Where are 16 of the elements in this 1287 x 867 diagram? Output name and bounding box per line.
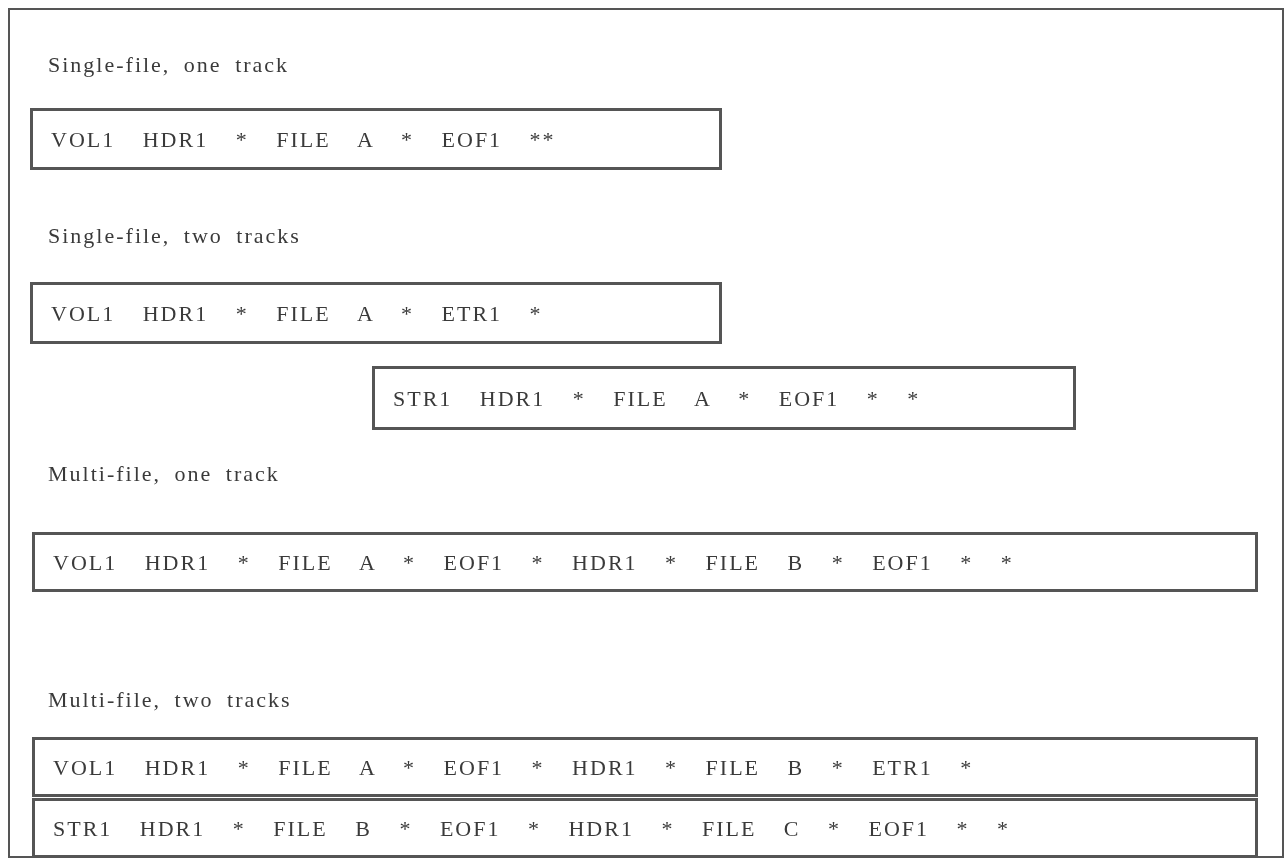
record-sequence: STR1 HDR1 * FILE B * EOF1 * HDR1 * FILE C * EOF1 * *: [53, 814, 1011, 843]
section-heading: Multi-file, two tracks: [48, 686, 292, 714]
track-record-box: [32, 737, 1258, 797]
record-sequence: STR1 HDR1 * FILE A * EOF1 * *: [393, 384, 921, 413]
section-heading: Multi-file, one track: [48, 460, 280, 488]
track-record-box: [32, 798, 1258, 858]
record-sequence: VOL1 HDR1 * FILE A * EOF1 * HDR1 * FILE B * ETR1 *: [53, 753, 974, 782]
track-record-box: [32, 532, 1258, 592]
record-sequence: VOL1 HDR1 * FILE A * EOF1 * HDR1 * FILE B * EOF1 * *: [53, 548, 1014, 577]
section-heading: Single-file, two tracks: [48, 222, 301, 250]
section-heading: Single-file, one track: [48, 51, 290, 79]
track-record-box: [30, 108, 722, 170]
track-record-box: [30, 282, 722, 344]
record-sequence: VOL1 HDR1 * FILE A * ETR1 *: [51, 299, 543, 328]
record-sequence: VOL1 HDR1 * FILE A * EOF1 **: [51, 125, 556, 154]
track-record-box: [372, 366, 1076, 430]
